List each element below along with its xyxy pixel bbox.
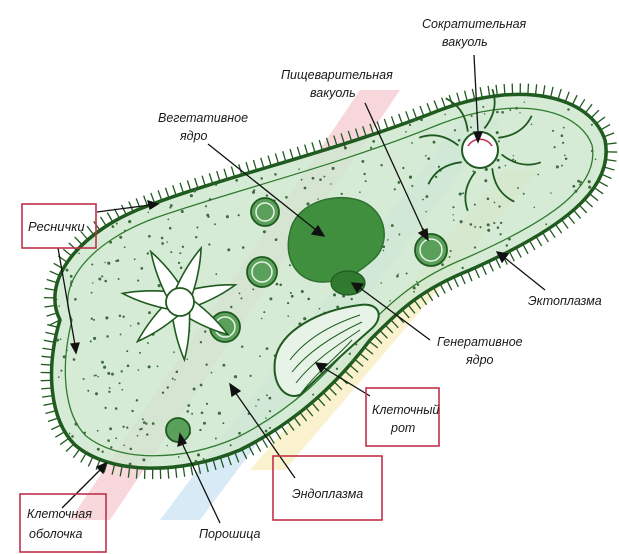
label-veget-1: Вегетативное bbox=[158, 111, 248, 125]
ectoplasm-line bbox=[64, 107, 594, 457]
box-endoplazma bbox=[272, 455, 383, 521]
label-poroshitsa: Порошица bbox=[199, 527, 261, 541]
label-klet-obol-1: Клеточная bbox=[27, 507, 92, 521]
label-ektoplazma: Эктоплазма bbox=[528, 294, 602, 308]
label-klet-obol-2: оболочка bbox=[29, 527, 82, 541]
label-sokrat-1: Сократительная bbox=[422, 17, 527, 31]
label-gener-1: Генеративное bbox=[437, 335, 523, 349]
label-pishch-2: вакуоль bbox=[310, 86, 356, 100]
box-klet-obol bbox=[19, 493, 107, 553]
macronucleus bbox=[287, 196, 385, 283]
label-veget-2: ядро bbox=[179, 129, 208, 143]
contractile-vacuole-left bbox=[120, 245, 238, 363]
cilia bbox=[40, 83, 618, 480]
oral-groove bbox=[273, 303, 380, 397]
label-klet-rot-2: рот bbox=[390, 421, 415, 435]
label-klet-rot-1: Клеточный bbox=[372, 403, 439, 417]
box-klet-rot bbox=[365, 387, 440, 447]
label-gener-2: ядро bbox=[465, 353, 494, 367]
box-resnichki bbox=[21, 203, 97, 249]
pointer-lines bbox=[57, 54, 546, 524]
micronucleus bbox=[330, 270, 366, 296]
label-resnichki: Реснички bbox=[28, 219, 85, 234]
label-endoplazma: Эндоплазма bbox=[292, 487, 363, 501]
label-pishch-1: Пищеварительная bbox=[281, 68, 393, 82]
contractile-vacuole-right bbox=[418, 88, 542, 212]
label-sokrat-2: вакуоль bbox=[442, 35, 488, 49]
highlight-boxes bbox=[19, 203, 440, 553]
